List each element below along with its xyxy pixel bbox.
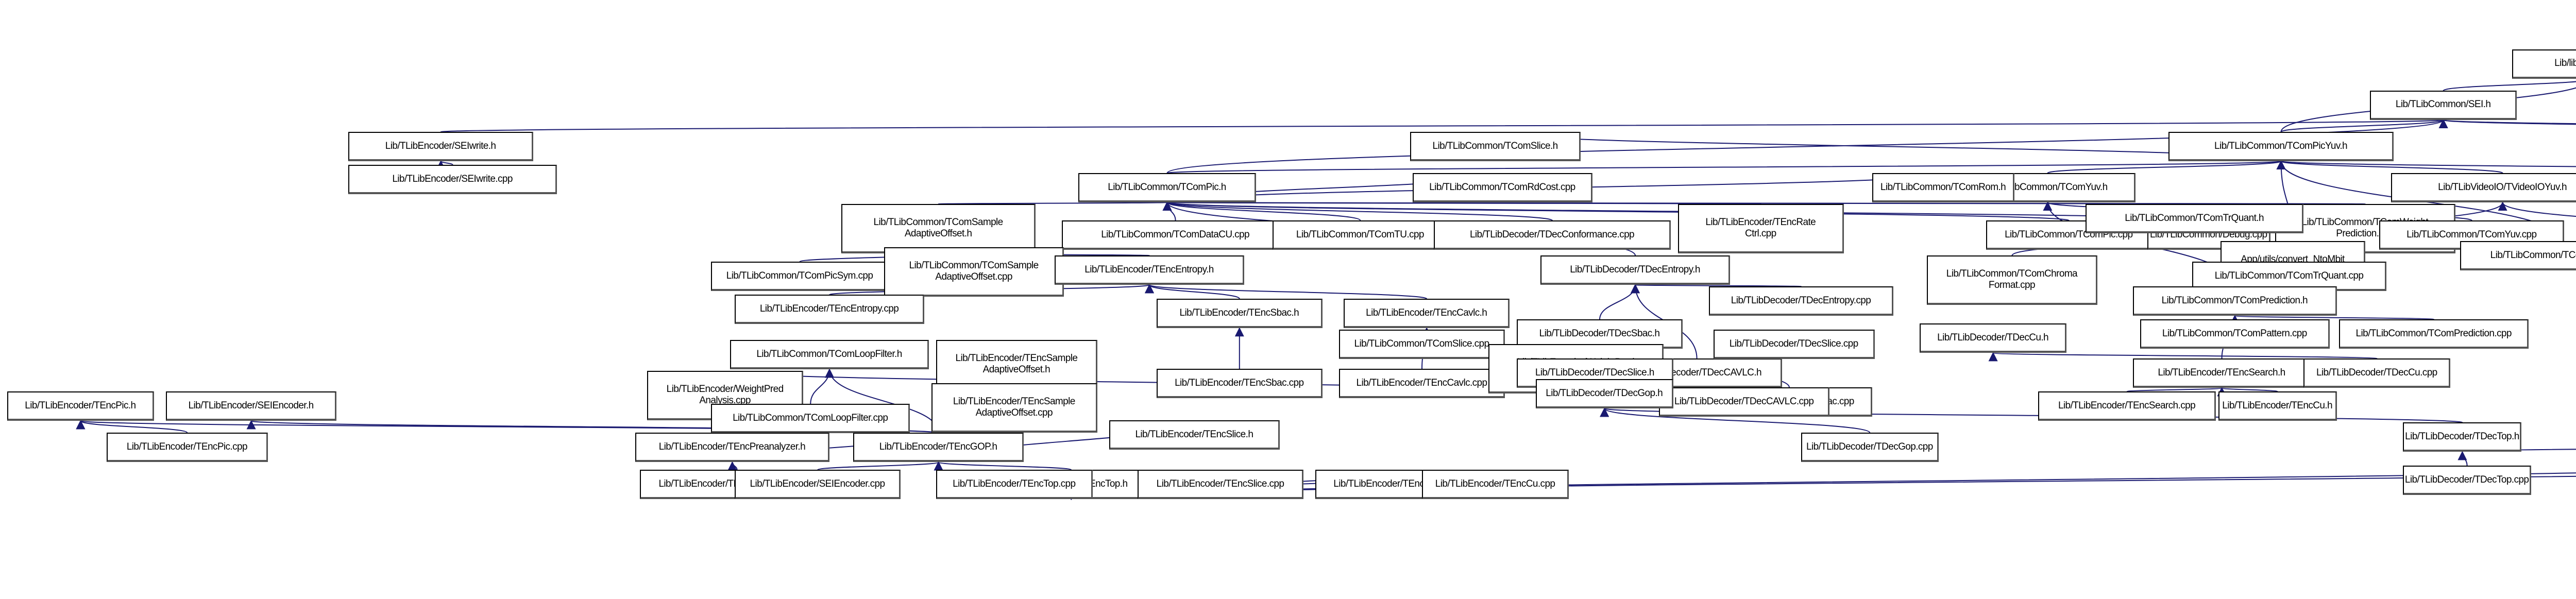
edge-tcompich-to-tcompicyuvh	[1166, 160, 2284, 174]
graph-node-tcompredh[interactable]: Lib/TLibCommon/TComPrediction.h	[2133, 286, 2337, 316]
edge-tcompredcpp-to-tcompredh	[2231, 315, 2435, 325]
edge-tcomyuvh-to-tcompicyuvh	[2047, 160, 2285, 174]
edge-tenccavlch-to-tencentropyh	[1145, 284, 1428, 300]
edge-tenctoph-to-tencgoph	[934, 461, 1072, 471]
edge-seicpp-to-seih	[2439, 119, 2576, 129]
graph-node-tenccavlccpp[interactable]: Lib/TLibEncoder/TEncCavlc.cpp	[1339, 369, 1505, 399]
graph-node-tcomloopfilterh[interactable]: Lib/TLibCommon/TComLoopFilter.h	[730, 340, 929, 370]
graph-node-tdecconfcpp[interactable]: Lib/TLibDecoder/TDecConformance.cpp	[1434, 220, 1671, 250]
graph-node-tencsbach[interactable]: Lib/TLibEncoder/TEncSbac.h	[1156, 299, 1323, 329]
graph-node-tencpreh[interactable]: Lib/TLibEncoder/TEncPreanalyzer.h	[635, 433, 829, 463]
graph-node-seih[interactable]: Lib/TLibCommon/SEI.h	[2370, 91, 2517, 120]
graph-node-tcompredcpp[interactable]: Lib/TLibCommon/TComPrediction.cpp	[2339, 319, 2529, 349]
graph-node-tcomloopfiltercpp[interactable]: Lib/TLibCommon/TComLoopFilter.cpp	[711, 404, 910, 434]
edge-tcompich-to-seih	[1166, 119, 2448, 174]
graph-node-seiencoderh[interactable]: Lib/TLibEncoder/SEIEncoder.h	[166, 391, 337, 421]
graph-node-tvideoioyuvh[interactable]: Lib/TLibVideoIO/TVideoIOYuv.h	[2391, 173, 2576, 202]
graph-node-tdecslicecpp2[interactable]: Lib/TLibDecoder/TDecSlice.cpp	[1713, 330, 1875, 360]
graph-node-tdecslicecpp0[interactable]: Lib/TLibDecoder/TDecCu.h	[1920, 323, 2067, 353]
graph-node-tdectopcpp[interactable]: Lib/TLibDecoder/TDecTop.cpp	[2403, 466, 2531, 495]
edge-seiwritecpp-to-seiwriteh	[436, 160, 453, 170]
graph-node-tcompicsymcpp[interactable]: Lib/TLibCommon/TComPicSym.cpp	[711, 262, 889, 292]
graph-node-tdectoph[interactable]: Lib/TLibDecoder/TDecTop.h	[2403, 422, 2522, 452]
edge-tdecsbach-to-tdecentropyh	[1599, 284, 1640, 320]
edge-tdecentropycpp-to-tdecentropyh	[1632, 284, 1802, 294]
graph-node-tdeccavlccpp[interactable]: Lib/TLibDecoder/TDecCAVLC.cpp	[1659, 387, 1830, 417]
graph-node-tencsaoh[interactable]: Lib/TLibEncoder/TEncSample AdaptiveOffse…	[936, 340, 1097, 390]
graph-node-tencratectrl[interactable]: Lib/TLibEncoder/TEncRate Ctrl.cpp	[1677, 204, 1844, 254]
graph-node-tdecgopcpp[interactable]: Lib/TLibDecoder/TDecGop.cpp	[1801, 433, 1939, 463]
edge-tdecconfcpp-to-tcompich	[1163, 201, 1553, 221]
graph-node-tencsaocpp[interactable]: Lib/TLibEncoder/TEncSample AdaptiveOffse…	[931, 383, 1097, 433]
edge-seiwriteh-to-seih	[440, 119, 2445, 133]
graph-node-seiwriteh[interactable]: Lib/TLibEncoder/SEIwrite.h	[348, 132, 533, 161]
graph-node-tcomtrquant2[interactable]: Lib/TLibCommon/TComRom.h	[1872, 173, 2014, 202]
graph-node-tcomrdcost[interactable]: Lib/TLibCommon/TComRdCost.cpp	[1412, 173, 1593, 202]
graph-node-tcompicyuvh[interactable]: Lib/TLibCommon/TComPicYuv.h	[2168, 132, 2394, 161]
graph-node-tencgoph[interactable]: Lib/TLibEncoder/TEncGOP.h	[853, 433, 1024, 463]
graph-node-tcomyuvx[interactable]: Lib/TLibCommon/TComSlice.h	[1410, 132, 1581, 161]
edge-tenccuh-to-tencsearchh	[2217, 387, 2278, 397]
graph-node-tcompatterncpp[interactable]: Lib/TLibCommon/TComPattern.cpp	[2140, 319, 2330, 349]
graph-node-tencentropyh[interactable]: Lib/TLibEncoder/TEncEntropy.h	[1055, 255, 1244, 285]
edge-tdecgopcpp-to-tdecgoph	[1600, 407, 1871, 434]
graph-node-seiencodercpp[interactable]: Lib/TLibEncoder/SEIEncoder.cpp	[735, 470, 901, 500]
graph-node-tcomtucpp[interactable]: Lib/TLibCommon/TComTU.cpp	[1273, 220, 1448, 250]
edge-tencsearchcpp-to-tencsearchh	[2126, 387, 2226, 397]
edge-seih-to-md5h	[2443, 81, 2576, 92]
graph-node-tdecentropyh[interactable]: Lib/TLibDecoder/TDecEntropy.h	[1540, 255, 1730, 285]
graph-node-tencpiccpp[interactable]: Lib/TLibEncoder/TEncPic.cpp	[107, 433, 268, 463]
graph-node-tcomsaoh[interactable]: Lib/TLibCommon/TComSample AdaptiveOffset…	[841, 204, 1036, 254]
graph-node-tencsearchcpp[interactable]: Lib/TLibEncoder/TEncSearch.cpp	[2038, 391, 2216, 421]
graph-node-tencslicecpp[interactable]: Lib/TLibEncoder/TEncSlice.cpp	[1138, 470, 1303, 500]
graph-node-tcomtrquanth[interactable]: Lib/TLibCommon/TComTrQuant.h	[2086, 204, 2304, 233]
graph-node-seiwritecpp[interactable]: Lib/TLibEncoder/SEIwrite.cpp	[348, 165, 557, 194]
edge-tvideoioyuvcpp-to-tvideoioyuvh	[2498, 201, 2576, 217]
graph-node-tencsbaccpp[interactable]: Lib/TLibEncoder/TEncSbac.cpp	[1156, 369, 1323, 399]
edge-tcomtrquanth-to-tcompich	[1166, 201, 2195, 212]
graph-node-tencpich[interactable]: Lib/TLibEncoder/TEncPic.h	[7, 391, 154, 421]
graph-node-tenccuh[interactable]: Lib/TLibEncoder/TEncCu.h	[2218, 391, 2337, 421]
graph-node-tcomslicecpp[interactable]: Lib/TLibCommon/TComSlice.cpp	[1339, 330, 1505, 360]
edge-tcomloopfiltercpp-to-tcomloopfilterh	[810, 368, 834, 404]
graph-node-tencentropycpp[interactable]: Lib/TLibEncoder/TEncEntropy.cpp	[735, 295, 924, 324]
edge-tcompicyuvh-to-seih	[2280, 119, 2448, 133]
graph-node-tenccucpp[interactable]: Lib/TLibEncoder/TEncCu.cpp	[1422, 470, 1569, 500]
graph-node-tenccavlch[interactable]: Lib/TLibEncoder/TEncCavlc.h	[1344, 299, 1510, 329]
graph-node-tcompich[interactable]: Lib/TLibCommon/TComPic.h	[1078, 173, 1256, 202]
edge-tdeccucpp-to-tdecslicecpp0	[1989, 352, 2378, 362]
graph-node-tcompicyuvcpp[interactable]: Lib/TLibCommon/TComPicYuv.cpp	[2460, 241, 2576, 271]
graph-node-md5h[interactable]: Lib/libmd5/MD5.h	[2512, 49, 2576, 79]
edge-seireadcpp-to-tcompicyuvh	[2277, 160, 2576, 170]
graph-node-tcomchromacpp[interactable]: Lib/TLibCommon/TComChroma Format.cpp	[1926, 255, 2097, 305]
graph-node-tdecgoph[interactable]: Lib/TLibDecoder/TDecGop.h	[1535, 379, 1673, 409]
graph-node-tdeccucpp[interactable]: Lib/TLibDecoder/TDecCu.cpp	[2303, 358, 2451, 388]
edge-tvideoioyuvh-to-tcompicyuvh	[2277, 160, 2503, 174]
edge-tcomyuvx-to-tcompicyuvh	[1495, 131, 2285, 162]
graph-node-tcomdatacucpp[interactable]: Lib/TLibCommon/TComDataCU.cpp	[1061, 220, 1290, 250]
edge-tdectoph-to-tdecgoph	[1601, 407, 2463, 423]
graph-node-tcomsaocpp[interactable]: Lib/TLibCommon/TComSample AdaptiveOffset…	[884, 247, 1064, 297]
edge-tdectopcpp-to-tdectoph	[2458, 451, 2468, 466]
graph-node-tencsliceh[interactable]: Lib/TLibEncoder/TEncSlice.h	[1109, 420, 1280, 450]
edge-tcompiccpp-to-tcompich	[1163, 201, 2070, 221]
edge-seiencodercpp-to-tencgoph	[817, 461, 943, 471]
graph-node-tencsearchh[interactable]: Lib/TLibEncoder/TEncSearch.h	[2133, 358, 2311, 388]
graph-node-tenctopcpp[interactable]: Lib/TLibEncoder/TEncTop.cpp	[936, 470, 1093, 500]
edge-tcomsaoh-to-tcompich	[938, 201, 1170, 212]
graph-node-tdecentropycpp[interactable]: Lib/TLibDecoder/TDecEntropy.cpp	[1708, 286, 1894, 316]
edge-tencprecpp-to-tencpreh	[727, 461, 738, 471]
edge-tcomtucpp-to-tcompich	[1162, 201, 1361, 221]
